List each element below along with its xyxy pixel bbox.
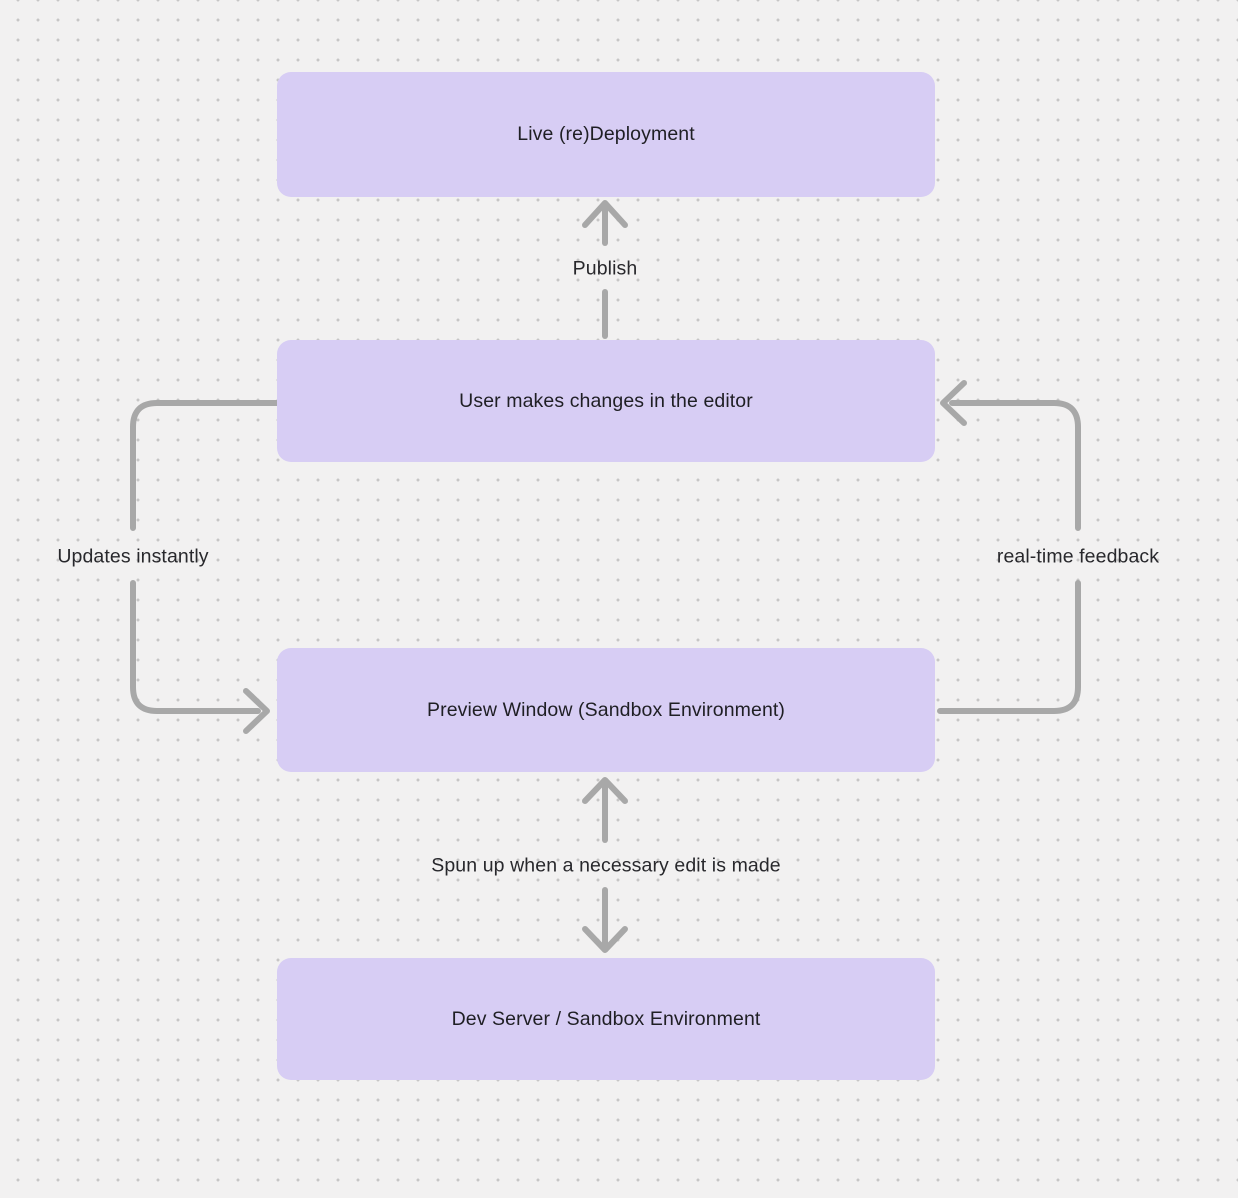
node-preview-window-label: Preview Window (Sandbox Environment) [427, 698, 785, 721]
edge-spunup-arrowhead-down-icon [582, 926, 628, 953]
edge-realtime-arrowhead-left-icon [940, 380, 967, 426]
edge-updates-arrowhead-right-icon [243, 688, 270, 734]
edge-label-publish[interactable]: Publish [572, 257, 638, 280]
node-dev-server-label: Dev Server / Sandbox Environment [451, 1007, 761, 1030]
edge-updates-line-upper [130, 400, 280, 531]
edge-realtime-line-upper [949, 400, 1081, 531]
node-preview-window[interactable]: Preview Window (Sandbox Environment) [277, 648, 935, 772]
edge-label-realtime-feedback[interactable]: real-time feedback [996, 545, 1160, 568]
edge-spunup-arrowhead-up-icon [582, 777, 628, 804]
node-live-deployment[interactable]: Live (re)Deployment [277, 72, 935, 197]
edge-publish[interactable] [582, 200, 628, 339]
edge-label-updates-instantly[interactable]: Updates instantly [57, 545, 209, 568]
node-dev-server[interactable]: Dev Server / Sandbox Environment [277, 958, 935, 1080]
edge-spun-up[interactable] [582, 777, 628, 953]
edge-label-spun-up[interactable]: Spun up when a necessary edit is made [431, 854, 781, 877]
node-live-deployment-label: Live (re)Deployment [517, 123, 695, 145]
edge-updates-line-lower [130, 580, 261, 714]
edge-updates-instantly[interactable] [130, 400, 280, 734]
edge-realtime-feedback[interactable] [937, 380, 1081, 714]
node-editor-changes-label: User makes changes in the editor [459, 389, 753, 412]
node-editor-changes[interactable]: User makes changes in the editor [277, 340, 935, 462]
edge-realtime-line-lower [937, 580, 1081, 714]
